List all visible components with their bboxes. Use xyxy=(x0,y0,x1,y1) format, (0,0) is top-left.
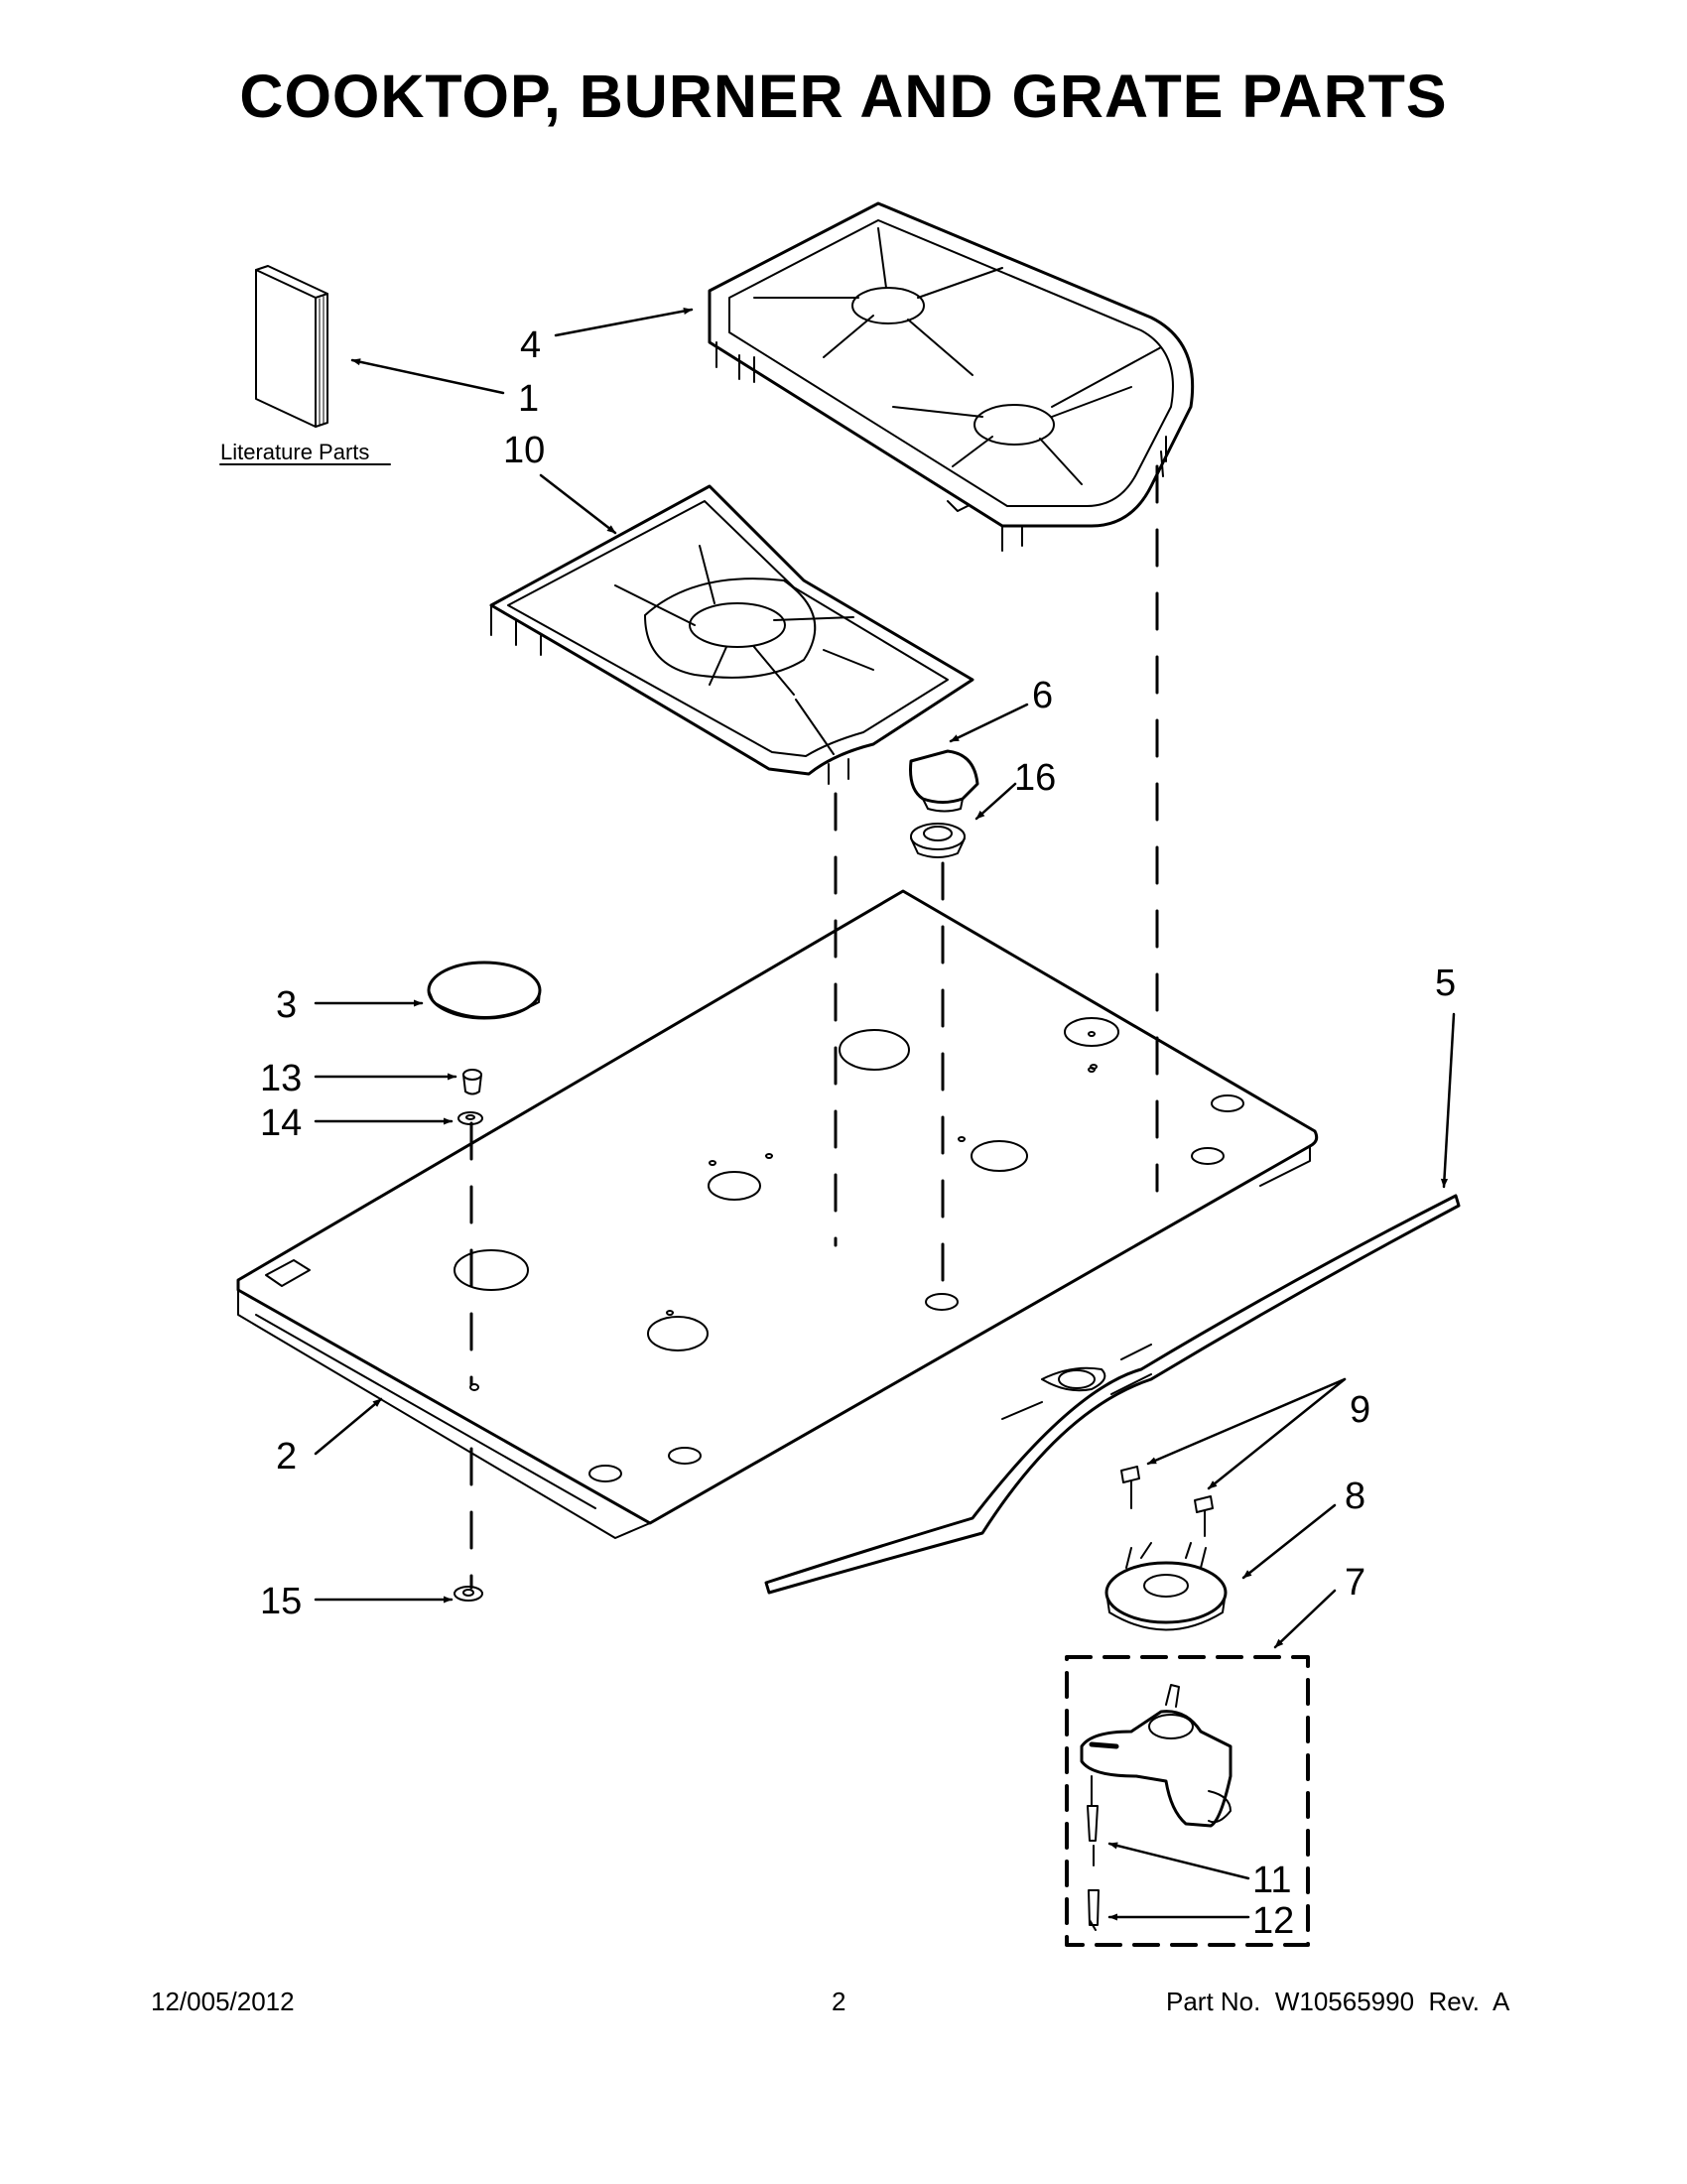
callout-6: 6 xyxy=(1032,675,1053,716)
fastener-13 xyxy=(462,1069,482,1095)
literature-book xyxy=(255,265,328,428)
large-grate xyxy=(708,201,1195,552)
callout-labels: 1 2 3 4 5 6 7 8 9 10 11 12 13 14 15 16 xyxy=(260,324,1456,1942)
page-title: COOKTOP, BURNER AND GRATE PARTS xyxy=(239,63,1448,130)
valve-assembly-box xyxy=(1065,1655,1310,1947)
callout-10: 10 xyxy=(503,430,545,471)
footer-date: 12/005/2012 xyxy=(151,1987,295,2016)
cooktop-panel xyxy=(236,889,1319,1539)
callout-13: 13 xyxy=(260,1058,302,1099)
callout-5: 5 xyxy=(1435,963,1456,1004)
trim-strip xyxy=(764,1194,1461,1595)
callout-11: 11 xyxy=(1252,1860,1291,1901)
knob-bezel xyxy=(910,823,966,858)
callout-12: 12 xyxy=(1252,1900,1294,1942)
literature-parts-label: Literature Parts xyxy=(220,440,369,464)
grommet-15 xyxy=(454,1586,483,1602)
burner-base-8 xyxy=(1104,1542,1228,1631)
callout-arrows xyxy=(314,307,1456,1921)
callout-7: 7 xyxy=(1345,1562,1365,1604)
callout-8: 8 xyxy=(1345,1476,1365,1517)
callout-16: 16 xyxy=(1014,757,1056,799)
callout-9: 9 xyxy=(1350,1389,1370,1431)
callout-2: 2 xyxy=(276,1436,297,1477)
footer-page-number: 2 xyxy=(832,1987,846,2016)
valve-assembly xyxy=(1080,1684,1233,1931)
single-grate xyxy=(489,484,974,785)
callout-15: 15 xyxy=(260,1581,302,1622)
callout-1: 1 xyxy=(518,378,539,420)
alignment-lines xyxy=(469,464,1159,1590)
burner-cap xyxy=(427,961,542,1020)
screws-9 xyxy=(1120,1466,1214,1537)
callout-3: 3 xyxy=(276,984,297,1026)
control-knob xyxy=(909,749,979,813)
callout-14: 14 xyxy=(260,1102,302,1144)
footer-part-number: Part No. W10565990 Rev. A xyxy=(1166,1987,1510,2016)
callout-4: 4 xyxy=(520,324,541,366)
